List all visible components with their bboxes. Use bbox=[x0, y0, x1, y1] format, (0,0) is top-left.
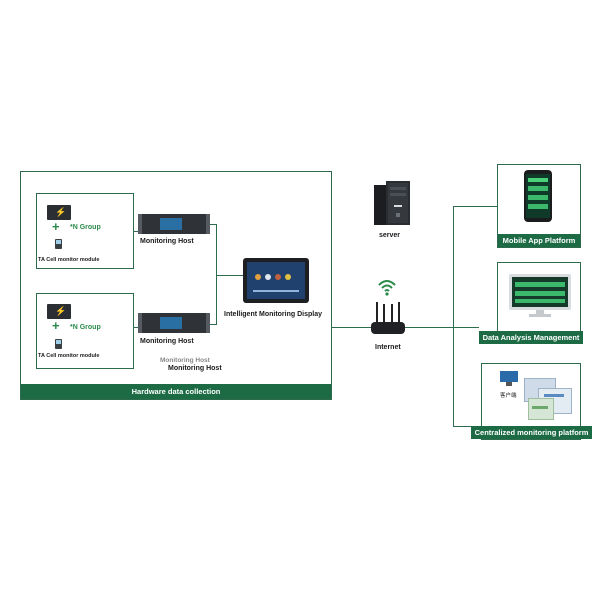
group-card-1 bbox=[36, 193, 134, 269]
battery-module-2: ⚡ bbox=[47, 304, 71, 319]
module-label-1: TA Cell monitor module bbox=[38, 257, 100, 263]
plus-icon: + bbox=[52, 219, 60, 234]
battery-module-1: ⚡ bbox=[47, 205, 71, 220]
link-host2-bus bbox=[210, 324, 216, 325]
host-label-1: Monitoring Host bbox=[140, 238, 194, 245]
link-frame-router bbox=[332, 327, 374, 328]
dashboard-collage bbox=[524, 378, 572, 420]
client-computer-icon bbox=[500, 371, 518, 386]
battery-lightning-icon: ⚡ bbox=[55, 306, 67, 316]
group-label-2: *N Group bbox=[70, 324, 101, 331]
link-group1-host1 bbox=[134, 231, 138, 232]
host-label-ghost: Monitoring Host bbox=[160, 357, 210, 364]
router-icon bbox=[371, 302, 405, 334]
branch-centralized bbox=[453, 426, 473, 427]
mobile-platform-bar: Mobile App Platform bbox=[498, 234, 580, 247]
monitoring-host-2 bbox=[138, 313, 210, 333]
platform-trunk bbox=[453, 206, 454, 426]
cell-monitor-icon-2 bbox=[55, 339, 62, 349]
monitoring-display bbox=[243, 258, 309, 303]
internet-label: Internet bbox=[375, 344, 401, 351]
module-label-2: TA Cell monitor module bbox=[38, 353, 100, 359]
branch-analysis bbox=[453, 327, 479, 328]
centralized-bar: Centralized monitoring platform bbox=[471, 426, 592, 439]
hardware-section-bar: Hardware data collection bbox=[21, 384, 331, 399]
monitoring-host-1 bbox=[138, 214, 210, 234]
wifi-icon bbox=[378, 280, 396, 296]
client-label: 客户端 bbox=[500, 393, 517, 399]
hardware-frame bbox=[20, 171, 332, 400]
battery-lightning-icon: ⚡ bbox=[55, 207, 67, 217]
monitor-icon bbox=[509, 274, 571, 318]
bus-vertical bbox=[216, 224, 217, 325]
monitoring-display-screen bbox=[247, 262, 305, 299]
link-router-platforms bbox=[402, 327, 454, 328]
link-host1-bus bbox=[210, 224, 216, 225]
display-label: Intelligent Monitoring Display bbox=[224, 311, 322, 318]
plus-icon: + bbox=[52, 318, 60, 333]
smartphone-icon bbox=[524, 170, 552, 222]
link-group2-host2 bbox=[134, 327, 138, 328]
server-tower-icon bbox=[374, 181, 410, 225]
group-label-1: *N Group bbox=[70, 224, 101, 231]
cell-monitor-icon-1 bbox=[55, 239, 62, 249]
host-label-3: Monitoring Host bbox=[168, 365, 222, 372]
link-bus-display bbox=[216, 275, 243, 276]
branch-mobile bbox=[453, 206, 497, 207]
server-label: server bbox=[379, 232, 401, 239]
host-label-2: Monitoring Host bbox=[140, 338, 194, 345]
analysis-bar: Data Analysis Management bbox=[479, 331, 583, 344]
